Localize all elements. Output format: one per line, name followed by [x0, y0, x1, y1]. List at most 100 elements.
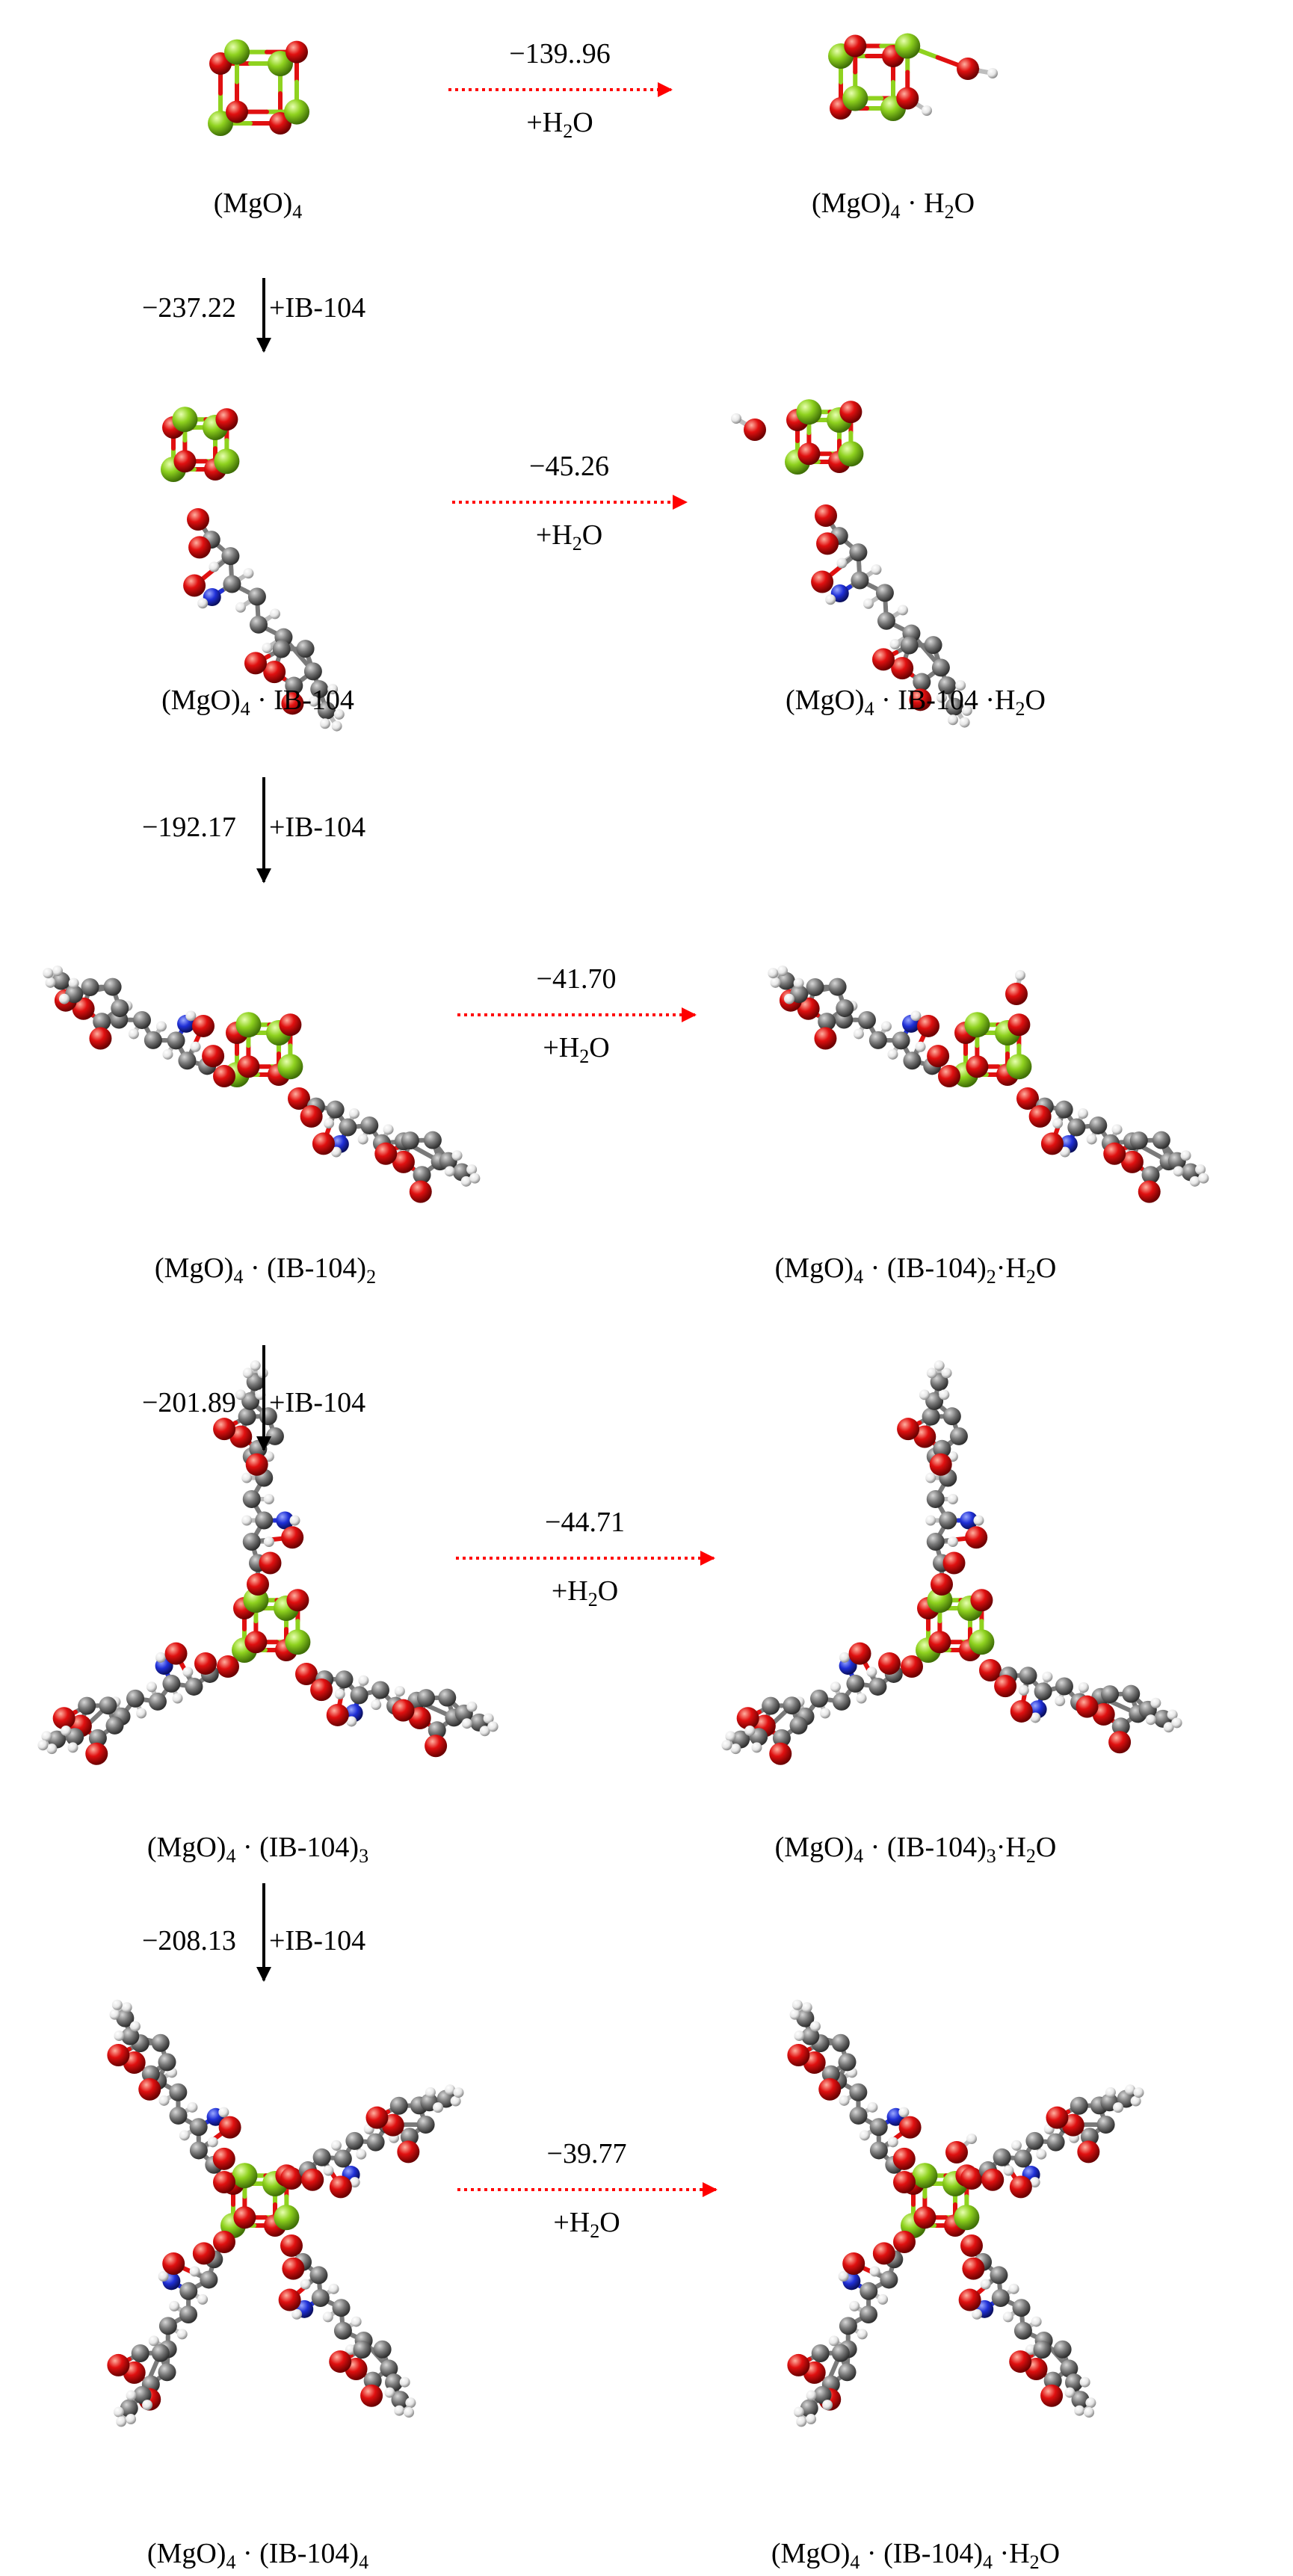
carbon-atom [924, 636, 942, 655]
ligand-step-energy: −192.17 [142, 812, 236, 843]
carbon-atom [839, 2317, 857, 2335]
hydrogen-atom [333, 708, 345, 720]
hydrogen-atom [433, 2102, 444, 2113]
label-text: · (IB-104) [860, 2538, 984, 2569]
hydrogen-atom [330, 2140, 342, 2151]
hydrogen-atom [1036, 2149, 1047, 2160]
carbon-atom [828, 977, 847, 996]
carbon-atom [949, 1427, 968, 1445]
carbon-atom [1055, 1100, 1073, 1119]
label-subscript: 2 [1025, 1266, 1036, 1288]
carbon-atom [242, 1533, 261, 1551]
carbon-atom [869, 2118, 888, 2137]
carbon-atom [1019, 1667, 1037, 1685]
magnesium-atom [208, 111, 233, 136]
oxygen-atom [213, 1418, 236, 1441]
label-subscript: 4 [226, 2551, 236, 2573]
oxygen-atom [898, 2116, 922, 2139]
carbon-atom [939, 1511, 957, 1530]
oxygen-atom [994, 1675, 1017, 1698]
hydrogen-atom [1198, 1173, 1209, 1184]
oxygen-atom [310, 1678, 333, 1702]
carbon-atom [1053, 2340, 1072, 2359]
hydrogen-atom [1111, 1124, 1123, 1135]
label-text: (MgO) [146, 1832, 226, 1863]
carbon-atom [849, 2106, 868, 2125]
hydrogen-atom [111, 1999, 123, 2010]
carbon-atom [836, 999, 854, 1018]
magnesium-atom [172, 407, 198, 433]
carbon-atom [93, 1013, 111, 1031]
oxygen-atom [1138, 1180, 1161, 1203]
carbon-atom [158, 2053, 176, 2072]
hydrogen-atom [148, 2335, 159, 2347]
carbon-atom [1033, 2341, 1052, 2359]
oxygen-atom [945, 2141, 968, 2163]
hydrogen-atom [880, 1021, 892, 1032]
hydrogen-atom [980, 2279, 991, 2290]
hydrogen-atom [857, 2329, 868, 2340]
hydrogen-atom [291, 2308, 303, 2320]
carbon-atom [857, 1011, 876, 1029]
nitrogen-atom [276, 1511, 294, 1530]
hydrogen-atom [973, 1515, 984, 1526]
oxygen-atom [286, 1589, 309, 1612]
hydrogen-atom [859, 2130, 870, 2141]
hydrogen-atom [791, 1999, 803, 2010]
carbon-atom [1013, 2321, 1032, 2340]
hydrogen-atom [1064, 2387, 1076, 2398]
label-text: (MgO) [771, 2538, 851, 2569]
hydrogen-atom [768, 968, 779, 979]
magnesium-atom [214, 448, 240, 475]
oxygen-atom [744, 418, 766, 441]
carbon-atom [1070, 2096, 1088, 2115]
oxygen-atom [1076, 1695, 1099, 1718]
oxygen-atom [896, 87, 919, 110]
magnesium-atom [964, 1012, 990, 1038]
hydrogen-atom [1195, 1164, 1206, 1175]
reagent-subscript: 2 [563, 120, 573, 142]
carbon-atom [811, 2344, 830, 2362]
hydrogen-atom [324, 1118, 335, 1129]
oxygen-atom [279, 1013, 302, 1037]
magnesium-atom [284, 99, 309, 125]
oxygen-atom [892, 2147, 916, 2170]
species-label-s0w: (MgO)4 · H2O [812, 187, 975, 222]
label-text: (MgO) [774, 1253, 854, 1284]
hydrogen-atom [1145, 1714, 1156, 1726]
hydrogen-atom [806, 2414, 817, 2425]
carbon-atom [813, 2385, 832, 2404]
hydrogen-atom [331, 720, 342, 732]
hydrogen-atom [405, 2397, 416, 2409]
hydrogen-atom [1150, 1697, 1161, 1708]
hydrogen-atom [919, 1389, 930, 1400]
label-subscript: 2 [1029, 2551, 1040, 2573]
oxygen-atom [878, 1652, 901, 1675]
oxygen-atom [217, 1655, 239, 1678]
carbon-atom [800, 2399, 818, 2418]
carbon-atom [832, 1692, 851, 1711]
hydrogen-atom [37, 1740, 49, 1751]
carbon-atom [120, 2399, 138, 2418]
hydrogen-atom [955, 680, 966, 691]
carbon-atom [81, 978, 99, 997]
hydrogen-atom [820, 1708, 831, 1719]
hydrogen-atom [109, 2009, 120, 2020]
hydrogen-atom [961, 705, 972, 716]
hydrogen-atom [725, 1731, 736, 1742]
oxygen-atom [797, 442, 821, 466]
carbon-atom [875, 584, 894, 602]
carbon-atom [880, 2270, 898, 2289]
magnesium-atom [277, 1054, 303, 1080]
hydrogen-atom [349, 2177, 360, 2188]
carbon-atom [88, 1729, 107, 1747]
oxygen-atom [409, 1180, 432, 1203]
hydrogen-atom [825, 594, 836, 605]
oxygen-atom [909, 688, 932, 711]
hydrogen-atom [67, 1742, 78, 1753]
carbon-atom [772, 1729, 791, 1747]
hydrogen-atom [1173, 1166, 1184, 1177]
species-label-s0: (MgO)4 [214, 187, 303, 222]
hydration-energy: −41.70 [536, 963, 617, 995]
hydrogen-atom [383, 1124, 394, 1135]
